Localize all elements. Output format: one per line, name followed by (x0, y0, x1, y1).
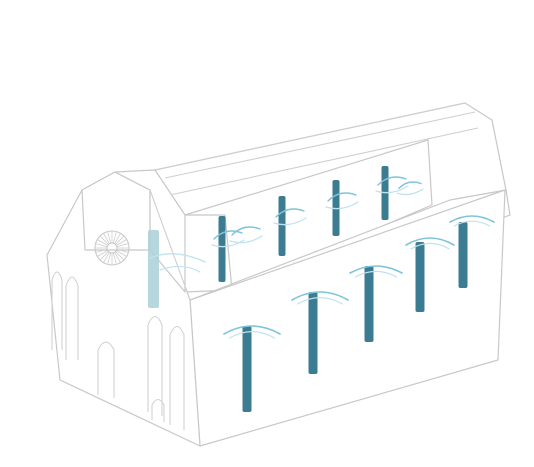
rose-window-spoke (115, 251, 125, 261)
airflow-arc-icon (291, 291, 349, 301)
column-icon (415, 242, 425, 312)
rose-window-spoke (95, 248, 108, 253)
roof-inner-line (169, 127, 479, 196)
gable-edge-line (149, 189, 191, 301)
columns-group (148, 166, 468, 412)
column-icon (278, 196, 286, 256)
airflow-arc-icon (229, 331, 275, 339)
airflow-swirl-icon (159, 265, 201, 273)
airflow-arc-icon (297, 297, 343, 305)
roof-eave-line (164, 111, 476, 179)
column-icon (218, 216, 226, 282)
rose-window-spoke (97, 239, 108, 246)
rose-window-spoke (99, 251, 109, 261)
airflow-arc-icon (410, 242, 450, 250)
rose-window-spoke (97, 250, 108, 257)
facade-arch-2 (65, 276, 79, 360)
airflow-group (149, 176, 495, 339)
airflow-swirl-icon (211, 239, 245, 248)
airflow-arc-icon (223, 325, 281, 335)
airflow-swirl-icon (375, 185, 409, 194)
rose-window-icon (94, 230, 130, 266)
airflow-swirl-icon (149, 253, 206, 263)
airflow-arc-icon (349, 265, 403, 274)
rose-window-spoke (99, 235, 109, 245)
rose-window-spoke (116, 243, 129, 248)
airflow-swirl-icon (377, 176, 407, 186)
facade-arch-1 (51, 271, 63, 350)
column-icon (458, 222, 468, 288)
rose-window-spoke (103, 233, 110, 244)
rose-window-spoke (103, 252, 110, 263)
rose-window-spoke (107, 231, 112, 244)
airflow-swirl-icon (213, 230, 243, 240)
facade-arch-4 (147, 315, 163, 416)
airflow-swirl-icon (275, 208, 305, 218)
column-icon (242, 326, 252, 412)
column-icon-transparent (148, 230, 159, 308)
facade-arch-5 (151, 398, 165, 422)
rose-window-spoke (112, 252, 117, 265)
airflow-swirl-icon (327, 192, 357, 202)
airflow-swirl-icon (231, 226, 261, 236)
facade-arch-6 (169, 325, 185, 430)
airflow-swirl-icon (229, 235, 263, 244)
column-icon (308, 292, 318, 374)
airflow-arc-icon (354, 270, 398, 278)
rose-window-spoke (115, 235, 125, 245)
column-icon (364, 266, 374, 342)
airflow-swirl-icon (273, 217, 307, 226)
airflow-arc-icon (405, 237, 455, 246)
rose-window-spoke (114, 233, 121, 244)
airflow-arc-icon (449, 215, 495, 223)
rose-window-spoke (114, 252, 121, 263)
facade-arch-3 (97, 341, 115, 398)
airflow-arc-icon (453, 220, 491, 227)
roof-ridge-line (154, 102, 466, 171)
rose-window-spoke (107, 252, 112, 265)
rose-window-spoke (116, 248, 129, 253)
rose-window-spoke (95, 243, 108, 248)
airflow-swirl-icon (325, 201, 359, 210)
rose-window-spoke (116, 239, 127, 246)
airflow-swirl-icon (398, 181, 422, 190)
rose-window-spoke (112, 231, 117, 244)
airflow-swirl-icon (396, 188, 424, 196)
rose-window-spoke (116, 250, 127, 257)
